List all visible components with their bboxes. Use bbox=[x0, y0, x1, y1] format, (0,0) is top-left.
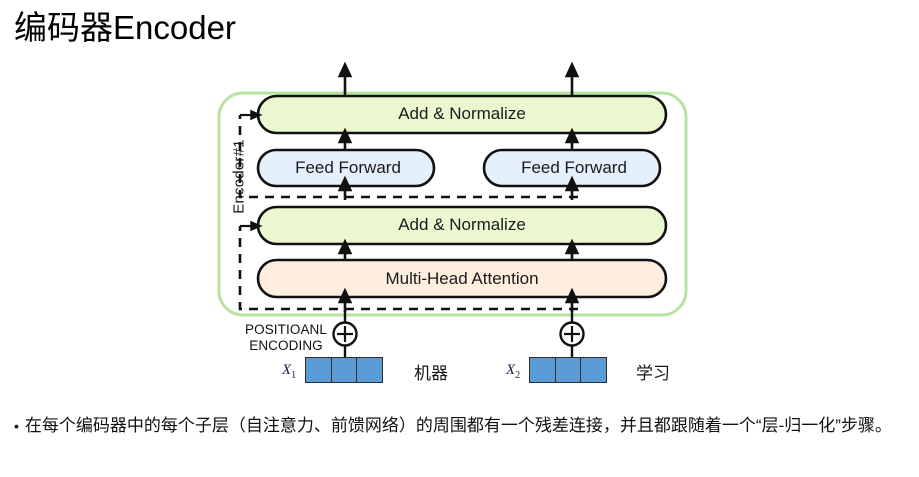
block-feed-forward-right bbox=[482, 148, 662, 188]
diagram-canvas bbox=[217, 61, 688, 357]
block-multi-head-attention bbox=[256, 258, 668, 299]
page-title: 编码器Encoder bbox=[14, 9, 236, 46]
embedding-cell bbox=[529, 357, 556, 383]
embedding-cell bbox=[356, 357, 383, 383]
bullet-paragraph: • 在每个编码器中的每个子层（自注意力、前馈网络）的周围都有一个残差连接，并且都… bbox=[14, 412, 906, 440]
positional-encoding-line2: ENCODING bbox=[249, 337, 323, 353]
embedding-cell bbox=[580, 357, 607, 383]
token-word-1: 机器 bbox=[414, 364, 448, 383]
positional-encoding-line1: POSITIOANL bbox=[244, 322, 328, 337]
residual-connection-upper bbox=[238, 115, 578, 199]
embedding-cell bbox=[330, 357, 358, 383]
block-feed-forward-left bbox=[256, 148, 436, 188]
token-label-x2-subscript: 2 bbox=[515, 370, 521, 381]
token-label-x1-subscript: 1 bbox=[291, 370, 297, 381]
token-label-x1: X1 bbox=[282, 362, 296, 381]
token-word-2: 学习 bbox=[636, 364, 670, 383]
bullet-text: 在每个编码器中的每个子层（自注意力、前馈网络）的周围都有一个残差连接，并且都跟随… bbox=[24, 416, 892, 435]
token-label-x1-base: X bbox=[282, 362, 292, 378]
embedding-vector-x1 bbox=[305, 357, 383, 383]
embedding-cell bbox=[554, 357, 582, 383]
bullet-marker: • bbox=[14, 418, 19, 434]
embedding-cell bbox=[305, 357, 332, 383]
token-label-x2: X2 bbox=[506, 362, 520, 381]
positional-encoding-caption: POSITIOANL ENCODING bbox=[240, 322, 332, 353]
token-label-x2-base: X bbox=[506, 362, 516, 378]
block-add-norm-top bbox=[256, 94, 668, 135]
encoder-stack-label: Encoder#1 bbox=[230, 139, 248, 214]
embedding-vector-x2 bbox=[529, 357, 607, 383]
block-add-norm-bottom bbox=[256, 205, 668, 246]
residual-connection-lower bbox=[238, 226, 578, 311]
encoder-diagram: Encoder#1 Add & Normalize Feed Forward F… bbox=[217, 61, 688, 383]
